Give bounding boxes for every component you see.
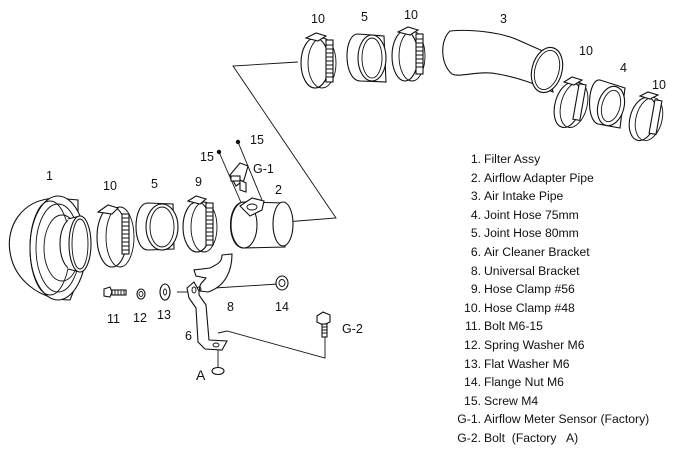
callout-10-right-a: 10: [579, 44, 593, 58]
hardware: [103, 275, 331, 338]
legend-item: 6.Air Cleaner Bracket: [470, 244, 590, 259]
bolt-g2: [316, 311, 331, 338]
callout-5-top: 5: [361, 10, 368, 24]
callout-a: A: [196, 367, 206, 383]
airflow-adapter-pipe: [229, 197, 294, 249]
flat-washer-m6: [159, 283, 171, 301]
airflow-meter-sensor: [229, 162, 249, 193]
legend-item: 5.Joint Hose 80mm: [470, 226, 579, 241]
callout-g1: G-1: [253, 162, 274, 176]
filter-assy: [8, 195, 92, 301]
callout-g2: G-2: [342, 322, 363, 336]
callout-3: 3: [500, 12, 507, 26]
bolt-m6-15: [103, 286, 127, 298]
leader-pipe2-to-top-clamp: [232, 61, 337, 223]
legend-item: 3.Air Intake Pipe: [470, 189, 564, 204]
callout-15-b: 15: [250, 133, 264, 147]
legend-item: 11.Bolt M6-15: [464, 319, 543, 334]
legend-item: 4.Joint Hose 75mm: [470, 207, 579, 222]
joint-hose-5-upper: [346, 33, 387, 83]
hose-clamp-10-right-a: [553, 76, 589, 129]
spring-washer-m6: [136, 288, 146, 300]
legend-item: G-2.Bolt (Factory A): [457, 430, 579, 445]
callout-8: 8: [227, 300, 234, 314]
legend-item: 8.Universal Bracket: [470, 263, 580, 278]
callout-5: 5: [151, 177, 158, 191]
joint-hose-4: [588, 79, 626, 129]
hose-clamp-10-top-a: [300, 32, 337, 89]
point-a-marker: [211, 366, 225, 376]
callout-10-right-b: 10: [652, 78, 666, 92]
callout-10-top-b: 10: [404, 8, 418, 22]
legend-item: 12.Spring Washer M6: [464, 337, 585, 352]
callout-labels: 1 10 5 9 2 15 15 G-1 11 12 13 8 14 6 G-2…: [46, 8, 666, 383]
legend-item: 2.Airflow Adapter Pipe: [470, 170, 594, 185]
parts-legend: 1.Filter Assy 2.Airflow Adapter Pipe 3.A…: [444, 150, 674, 448]
universal-bracket: [193, 253, 233, 293]
legend-item: 1.Filter Assy: [470, 152, 541, 166]
legend-item: 10.Hose Clamp #48: [464, 300, 575, 315]
screw-15-b: [235, 139, 241, 145]
callout-14: 14: [275, 300, 289, 314]
screws-15: [216, 139, 241, 155]
callout-4: 4: [620, 61, 627, 75]
hose-clamp-10-top-b: [391, 26, 426, 82]
callout-2: 2: [275, 183, 282, 197]
joint-hose-5-lower: [135, 202, 179, 251]
legend-item: 13.Flat Washer M6: [464, 356, 570, 371]
screw-15-a: [216, 149, 222, 155]
callout-13: 13: [157, 308, 171, 322]
callout-9: 9: [195, 175, 202, 189]
hose-clamp-9: [182, 195, 218, 253]
air-intake-pipe: [442, 29, 564, 94]
callout-6: 6: [185, 329, 192, 343]
callout-1: 1: [46, 169, 53, 183]
legend-item: G-1.Airflow Meter Sensor (Factory): [457, 412, 650, 427]
callout-10: 10: [103, 179, 117, 193]
flange-nut-m6: [275, 275, 289, 291]
callout-11: 11: [107, 312, 120, 326]
leader-lines: [177, 61, 337, 368]
leader-screw-b: [237, 141, 263, 201]
legend-item: 14.Flange Nut M6: [464, 375, 564, 390]
callout-10-top-a: 10: [311, 12, 325, 26]
legend-item: 15.Screw M4: [464, 393, 539, 408]
air-cleaner-bracket: [186, 281, 228, 376]
legend-item: 9.Hose Clamp #56: [470, 282, 575, 297]
leader-bracket6-boltG2: [217, 330, 326, 359]
hose-clamp-10-right-b: [628, 91, 664, 142]
hose-clamp-10-lower: [96, 204, 135, 268]
callout-15-a: 15: [200, 150, 214, 164]
callout-12: 12: [133, 311, 147, 325]
